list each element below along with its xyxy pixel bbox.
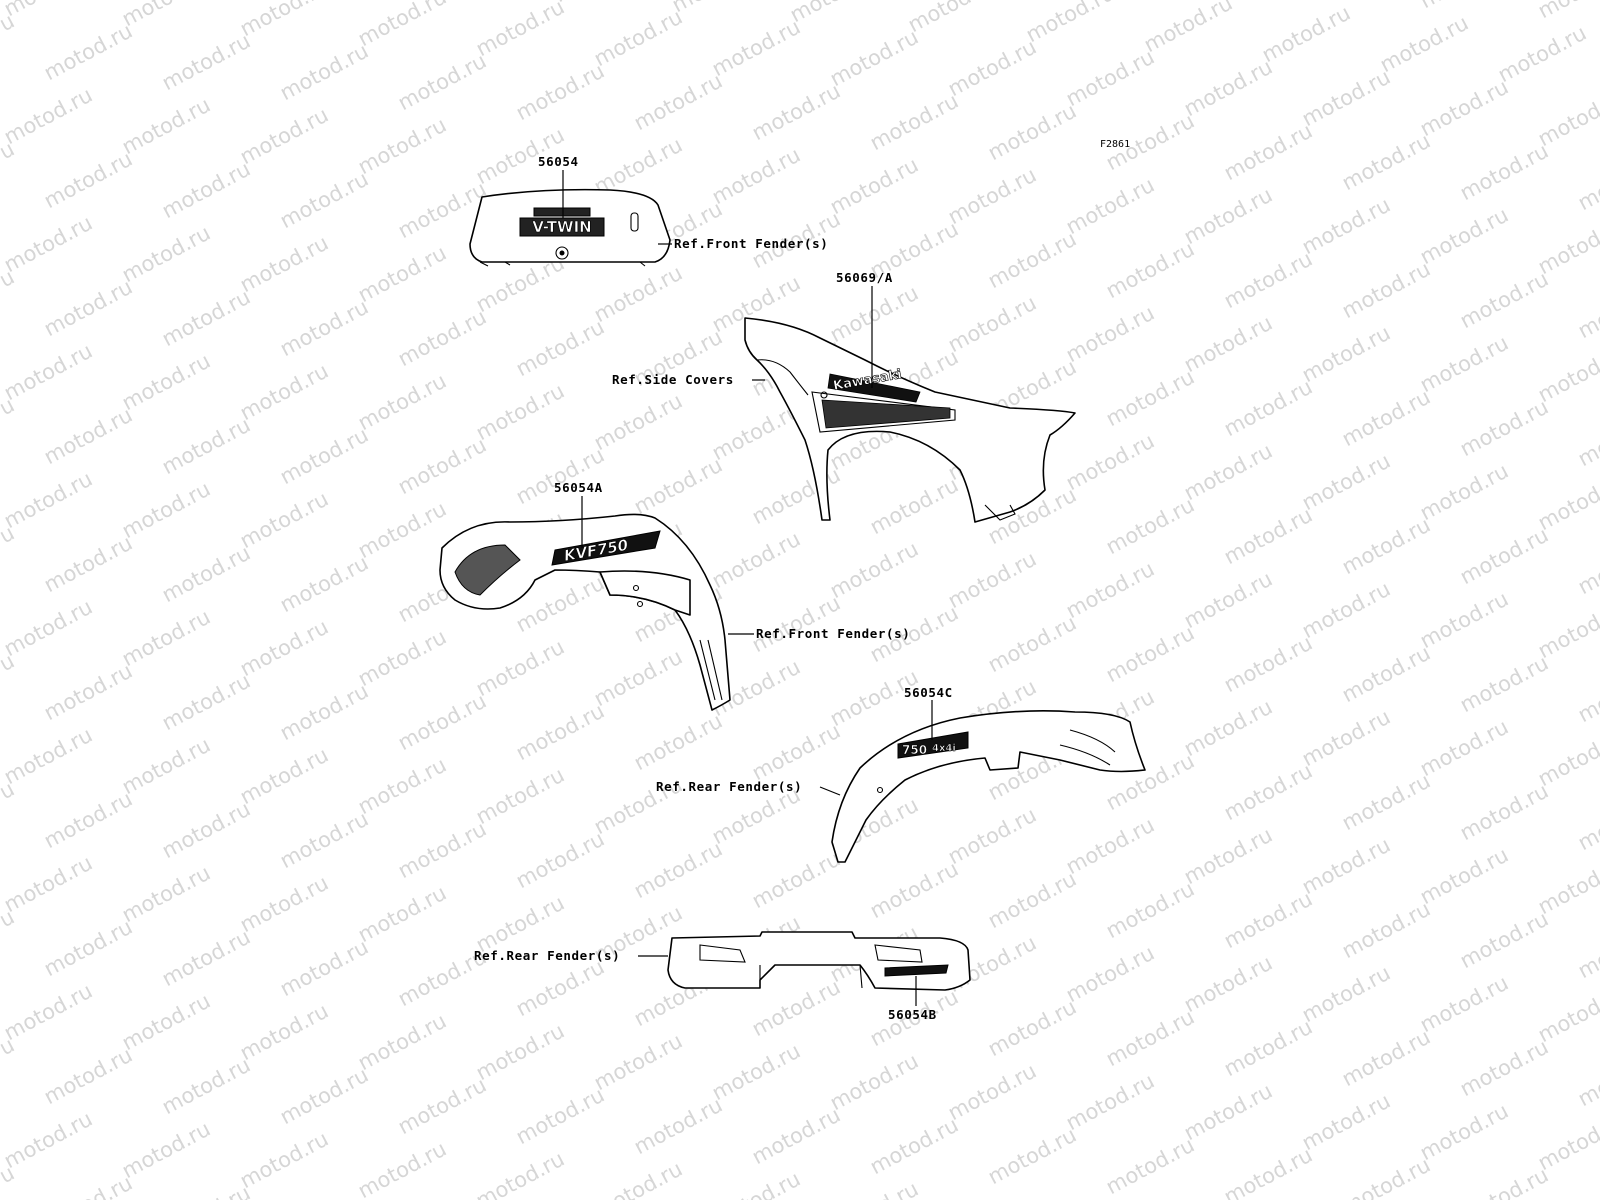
fender-mudflap-lines bbox=[699, 639, 723, 701]
part-56069a-group[interactable]: Kawasaki 56069/A Ref.Side Covers bbox=[612, 270, 1076, 523]
750-4x4i-decal-plate bbox=[897, 731, 969, 759]
leader-ref-rear-fender-1 bbox=[819, 786, 841, 796]
decal-strip-small bbox=[533, 207, 591, 217]
side-cover-stripe bbox=[821, 399, 951, 429]
decal-vtwin-text: V-TWIN bbox=[532, 218, 591, 236]
fender-inner-shade bbox=[454, 544, 521, 596]
rear-fender-ribs bbox=[1059, 729, 1116, 766]
side-cover-edge bbox=[756, 359, 809, 396]
figure-code: F2861 bbox=[1100, 139, 1130, 150]
part-number-56054a[interactable]: 56054A bbox=[554, 480, 603, 495]
part-number-56054b[interactable]: 56054B bbox=[888, 1007, 937, 1022]
rear-fender-shape bbox=[831, 710, 1146, 863]
ref-front-fender-1: Ref.Front Fender(s) bbox=[674, 236, 828, 251]
panel-slot bbox=[630, 212, 639, 232]
ref-rear-fender-1: Ref.Rear Fender(s) bbox=[656, 779, 802, 794]
decal-vtwin-plate bbox=[519, 217, 605, 237]
part-number-56054c[interactable]: 56054C bbox=[904, 685, 953, 700]
part-56054a-group[interactable]: KVF750 56054A Ref.Front Fender(s) bbox=[439, 480, 910, 711]
fender-inner-panel bbox=[599, 570, 691, 616]
fastener-hole-icon bbox=[555, 246, 569, 260]
side-cover-bracket bbox=[984, 504, 1016, 521]
side-cover-stripe-band bbox=[811, 391, 956, 433]
panel-tabs bbox=[479, 261, 646, 267]
decal-4x4i-text: 4x4i bbox=[932, 743, 956, 754]
bumper-decal-plate bbox=[884, 964, 949, 977]
part-number-56054[interactable]: 56054 bbox=[538, 154, 579, 169]
kawasaki-decal-plate bbox=[827, 373, 921, 403]
fender-hole-1 bbox=[632, 584, 640, 592]
part-56054c-group[interactable]: 750 4x4i 56054C Ref.Rear Fender(s) bbox=[656, 685, 1146, 863]
side-cover-hole bbox=[820, 391, 828, 399]
decal-750-text: 750 bbox=[902, 743, 927, 757]
part-56054-group[interactable]: V-TWIN 56054 Ref.Front Fender(s) bbox=[469, 154, 828, 267]
part-number-56069a[interactable]: 56069/A bbox=[836, 270, 893, 285]
fender-hole-2 bbox=[636, 600, 644, 608]
bumper-recesses bbox=[699, 944, 923, 963]
ref-front-fender-2: Ref.Front Fender(s) bbox=[756, 626, 910, 641]
bumper-center-lines bbox=[759, 964, 863, 989]
ref-rear-fender-2: Ref.Rear Fender(s) bbox=[474, 948, 620, 963]
fastener-center bbox=[559, 250, 565, 256]
ref-side-covers: Ref.Side Covers bbox=[612, 372, 734, 387]
rear-fender-hole bbox=[876, 786, 884, 794]
kvf750-decal-plate bbox=[551, 530, 661, 566]
part-56054b-group[interactable]: 56054B Ref.Rear Fender(s) bbox=[474, 931, 971, 1022]
